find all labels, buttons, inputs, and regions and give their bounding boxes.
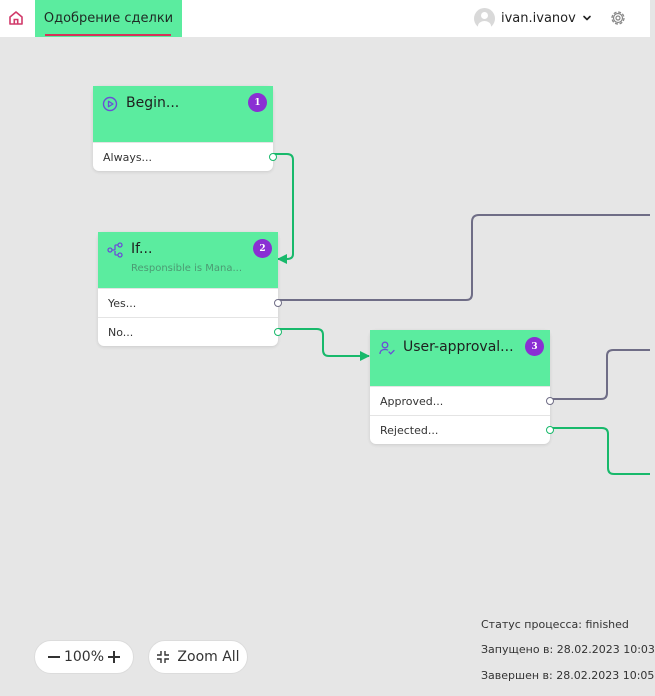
node-title: If... — [131, 241, 153, 257]
node-header: If... Responsible is Mana... 2 — [98, 232, 278, 288]
home-icon — [9, 11, 23, 25]
output-port[interactable] — [269, 153, 277, 161]
port-rejected[interactable]: Rejected... — [370, 415, 554, 444]
port-label: No... — [108, 325, 134, 339]
output-port[interactable] — [274, 328, 282, 336]
wire-no-to-approval — [278, 328, 370, 361]
tab-deal-approval[interactable]: Одобрение сделки — [35, 0, 182, 37]
node-number-badge: 3 — [525, 337, 544, 356]
user-menu[interactable]: ivan.ivanov — [474, 6, 592, 31]
zoom-control: 100% — [34, 640, 134, 674]
tab-active-indicator — [45, 34, 171, 36]
port-no[interactable]: No... — [98, 317, 282, 346]
avatar — [474, 7, 495, 31]
finished-time: Завершен в: 28.02.2023 10:05 — [481, 669, 655, 682]
user-check-icon — [379, 341, 395, 355]
process-status: Статус процесса: finished — [481, 618, 629, 631]
top-bar: Одобрение сделки ivan.ivanov — [0, 0, 650, 37]
wire-approved — [550, 349, 650, 400]
node-title: Begin... — [126, 95, 180, 111]
branch-icon — [107, 242, 123, 258]
home-button[interactable] — [6, 8, 26, 28]
wire-yes — [278, 214, 650, 301]
zoom-level: 100% — [63, 649, 105, 665]
output-port[interactable] — [274, 299, 282, 307]
zoom-all-label: Zoom All — [177, 649, 240, 665]
zoom-out-button[interactable] — [47, 650, 61, 664]
node-number-badge: 2 — [253, 239, 272, 258]
output-port[interactable] — [546, 426, 554, 434]
collapse-icon — [157, 651, 170, 663]
node-header: Begin... 1 — [93, 86, 273, 142]
node-number-badge: 1 — [248, 93, 267, 112]
output-port[interactable] — [546, 397, 554, 405]
node-begin[interactable]: Begin... 1 Always... — [93, 86, 277, 171]
node-title: User-approval... — [403, 339, 514, 355]
gear-icon — [611, 11, 625, 25]
port-label: Approved... — [380, 394, 444, 408]
port-label: Yes... — [108, 296, 137, 310]
node-header: User-approval... 3 — [370, 330, 550, 386]
node-if[interactable]: If... Responsible is Mana... 2 Yes... No… — [98, 232, 282, 346]
chevron-down-icon — [583, 15, 591, 21]
port-label: Rejected... — [380, 423, 439, 437]
zoom-in-button[interactable] — [107, 650, 121, 664]
port-approved[interactable]: Approved... — [370, 386, 554, 415]
port-always[interactable]: Always... — [93, 142, 277, 171]
tab-label: Одобрение сделки — [43, 11, 174, 26]
port-label: Always... — [103, 150, 153, 164]
username: ivan.ivanov — [501, 10, 576, 26]
port-yes[interactable]: Yes... — [98, 288, 282, 317]
node-user-approval[interactable]: User-approval... 3 Approved... Rejected.… — [370, 330, 554, 444]
settings-button[interactable] — [608, 8, 628, 28]
play-circle-icon — [102, 96, 118, 112]
node-condition: Responsible is Mana... — [131, 263, 243, 274]
zoom-all-button[interactable]: Zoom All — [148, 640, 248, 674]
started-time: Запущено в: 28.02.2023 10:03 — [481, 643, 655, 656]
wire-rejected — [550, 427, 650, 475]
